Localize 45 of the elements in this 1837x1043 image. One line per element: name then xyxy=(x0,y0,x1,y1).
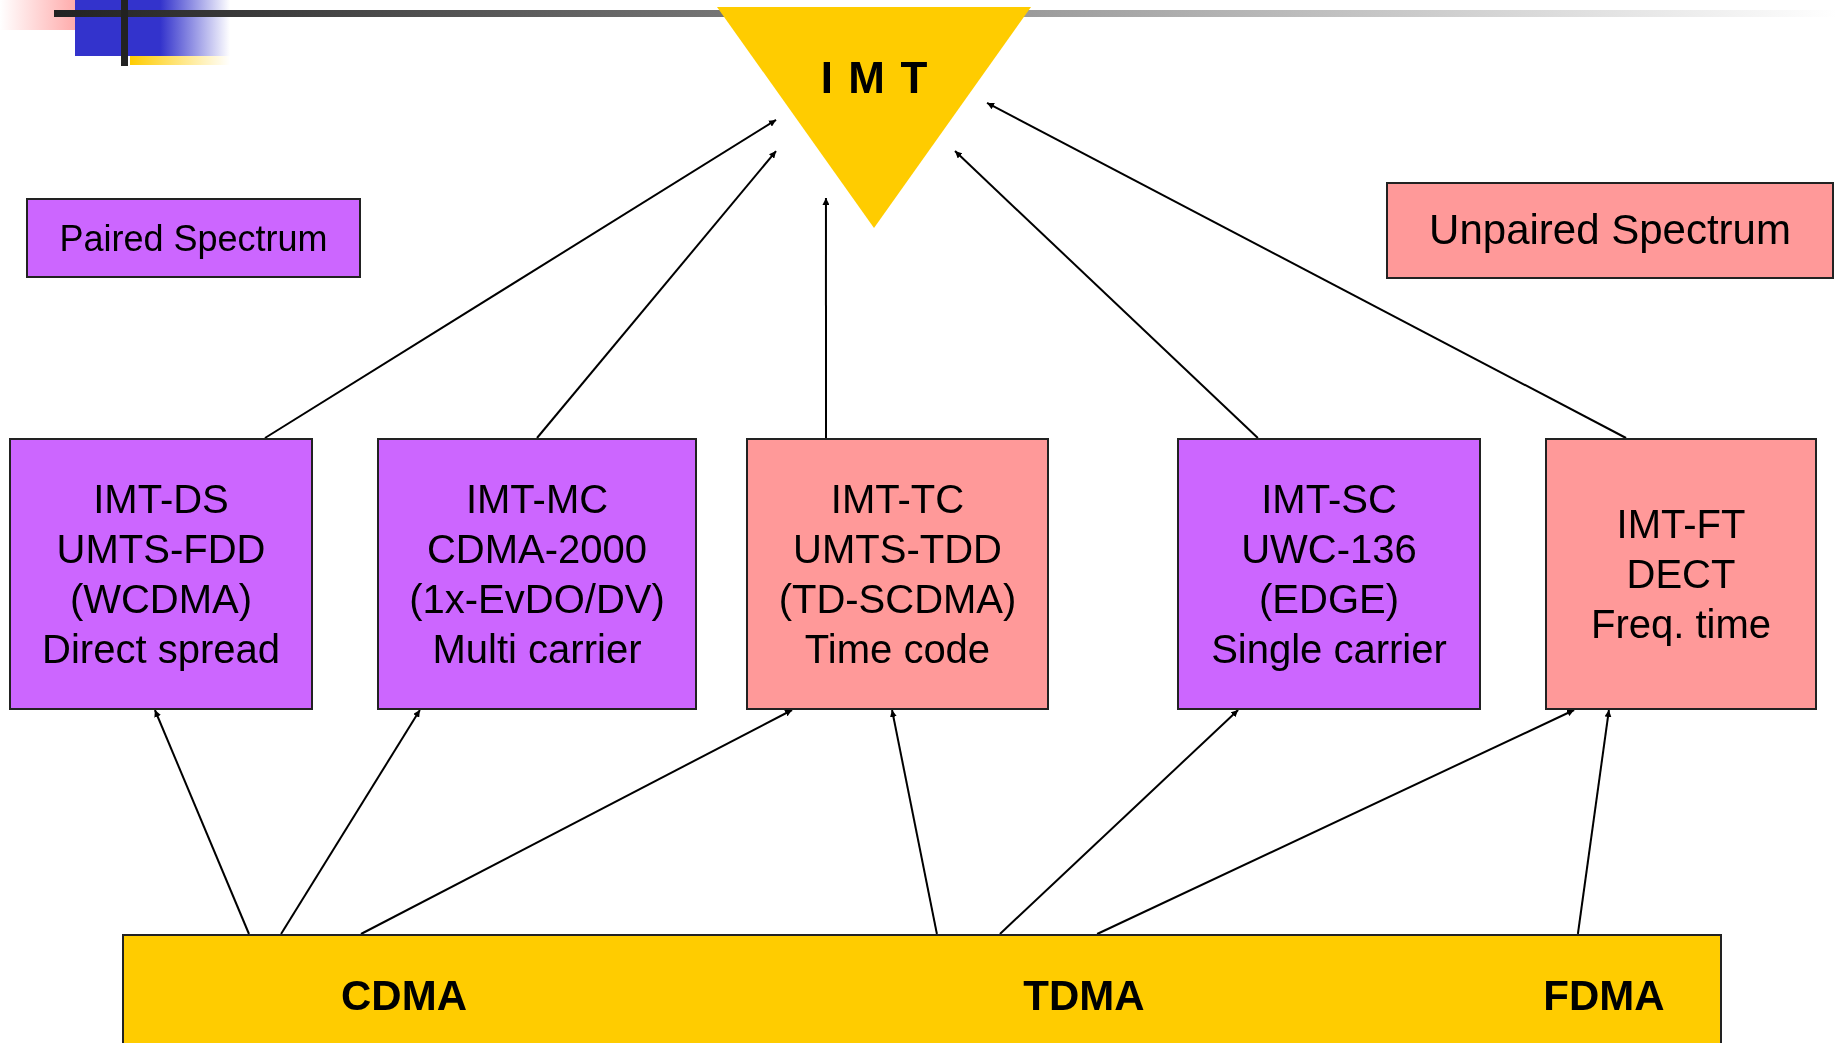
arrow xyxy=(998,709,1240,935)
box-text: Multi carrier xyxy=(432,626,642,673)
label-box xyxy=(1386,182,1834,279)
bar-label: FDMA xyxy=(1543,971,1665,1020)
base-bar xyxy=(122,934,1722,1043)
box-text: (WCDMA) xyxy=(69,576,253,623)
arrow xyxy=(359,709,794,935)
box-text: UWC-136 xyxy=(1241,526,1417,573)
box-text: Paired Spectrum xyxy=(59,216,328,261)
label-box xyxy=(9,438,313,710)
box-text: (EDGE) xyxy=(1259,576,1399,623)
box-text: IMT-TC xyxy=(830,476,965,523)
triangle-label: IMT xyxy=(819,53,943,103)
box-text: (TD-SCDMA) xyxy=(778,576,1017,623)
arrow xyxy=(536,150,778,439)
box-text: IMT-FT xyxy=(1616,501,1746,548)
box-text: IMT-DS xyxy=(93,476,229,523)
label-box xyxy=(377,438,697,710)
arrow xyxy=(1576,709,1612,935)
box-text: DECT xyxy=(1626,551,1736,598)
arrow xyxy=(954,150,1259,439)
box-text: UMTS-FDD xyxy=(56,526,266,573)
box-text: Unpaired Spectrum xyxy=(1429,205,1791,256)
box-text: (1x-EvDO/DV) xyxy=(409,576,665,623)
arrow xyxy=(263,118,778,439)
label-box xyxy=(746,438,1049,710)
label-box xyxy=(26,198,361,278)
label-box xyxy=(1177,438,1481,710)
box-text: Direct spread xyxy=(42,626,280,673)
label-box xyxy=(1545,438,1817,710)
box-text: Freq. time xyxy=(1590,601,1771,648)
box-text: CDMA-2000 xyxy=(426,526,648,573)
box-text: UMTS-TDD xyxy=(793,526,1002,573)
box-text: Single carrier xyxy=(1211,626,1447,673)
box-text: Time code xyxy=(804,626,991,673)
arrow xyxy=(280,709,421,935)
bar-label: CDMA xyxy=(341,971,467,1020)
arrow xyxy=(822,196,830,439)
bar-label: TDMA xyxy=(1023,971,1145,1020)
arrow xyxy=(986,101,1628,439)
box-text: IMT-MC xyxy=(465,476,609,523)
arrow xyxy=(890,709,938,935)
arrow xyxy=(1096,709,1576,935)
arrow xyxy=(153,709,250,935)
box-text: IMT-SC xyxy=(1261,476,1397,523)
